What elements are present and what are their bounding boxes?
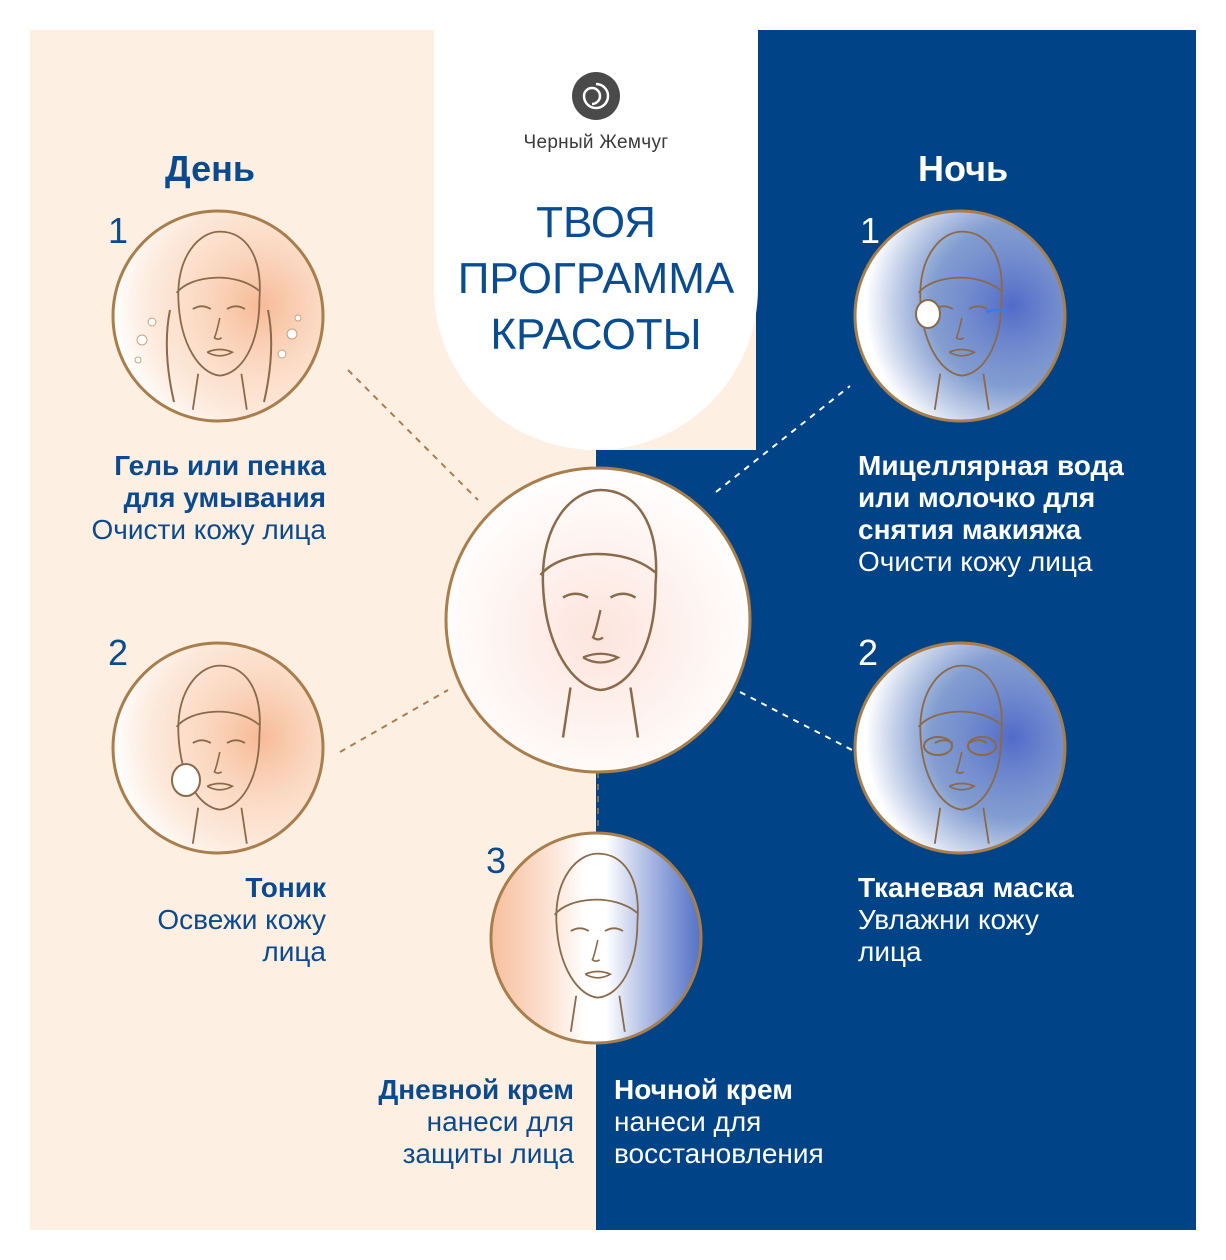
day-step-3-text: Дневной крем нанеси для защиты лица bbox=[300, 1074, 574, 1170]
face-center-illustration bbox=[444, 466, 752, 774]
night-title: Ночь bbox=[918, 148, 1009, 189]
day-step-1-title-line-2: для умывания bbox=[123, 482, 326, 513]
night-step-2-desc-line-1: Увлажни кожу bbox=[858, 904, 1039, 935]
night-step-2-text: Тканевая маска Увлажни кожу лица bbox=[858, 872, 1188, 968]
night-step-2-desc-line-2: лица bbox=[858, 936, 922, 967]
face-toner-illustration bbox=[111, 641, 325, 855]
night-step-1-title-line-2: или молочко для bbox=[858, 482, 1096, 513]
night-step-3-title: Ночной крем bbox=[614, 1074, 793, 1105]
day-step-3-desc-line-1: нанеси для bbox=[426, 1106, 574, 1137]
night-step-1-text: Мицеллярная вода или молочко для снятия … bbox=[858, 450, 1188, 578]
day-step-2-desc-line-2: лица bbox=[262, 936, 326, 967]
day-step-3-desc-line-2: защиты лица bbox=[402, 1138, 574, 1169]
program-title-line-3: КРАСОТЫ bbox=[490, 310, 702, 359]
face-day-cream-illustration bbox=[489, 831, 703, 1045]
day-title: День bbox=[165, 148, 255, 189]
face-sheet-mask-illustration bbox=[853, 641, 1067, 855]
connector-lines bbox=[339, 369, 853, 852]
night-step-1-title-line-1: Мицеллярная вода bbox=[858, 450, 1124, 481]
face-washing-illustration bbox=[111, 209, 325, 423]
night-step-1-number: 1 bbox=[860, 210, 881, 251]
day-step-3-title: Дневной крем bbox=[378, 1074, 574, 1105]
day-step-1-text: Гель или пенка для умывания Очисти кожу … bbox=[30, 450, 327, 546]
night-step-3-desc-line-2: восстановления bbox=[614, 1138, 824, 1169]
night-step-3-text: Ночной крем нанеси для восстановления bbox=[614, 1074, 914, 1170]
brand-logo-icon bbox=[572, 72, 620, 120]
day-step-2-number: 2 bbox=[108, 632, 129, 673]
day-step-1-title-line-1: Гель или пенка bbox=[114, 450, 326, 481]
night-step-3-desc-line-1: нанеси для bbox=[614, 1106, 762, 1137]
program-title-line-2: ПРОГРАММА bbox=[457, 254, 735, 303]
day-step-2-desc-line-1: Освежи кожу bbox=[157, 904, 326, 935]
night-step-2-title: Тканевая маска bbox=[858, 872, 1074, 903]
day-step-2-text: Тоник Освежи кожу лица bbox=[30, 872, 326, 968]
face-micellar-illustration bbox=[853, 209, 1067, 423]
day-step-1-desc: Очисти кожу лица bbox=[91, 514, 327, 545]
program-title-line-1: ТВОЯ bbox=[536, 198, 656, 247]
program-title: ТВОЯ ПРОГРАММА КРАСОТЫ bbox=[434, 195, 758, 363]
brand-name: Черный Жемчуг bbox=[523, 132, 669, 153]
day-step-3-number: 3 bbox=[486, 840, 507, 881]
night-step-1-desc: Очисти кожу лица bbox=[858, 546, 1093, 577]
day-step-1-number: 1 bbox=[108, 210, 129, 251]
night-step-2-number: 2 bbox=[858, 632, 879, 673]
day-step-2-title: Тоник bbox=[245, 872, 326, 903]
night-step-1-title-line-3: снятия макияжа bbox=[858, 514, 1082, 545]
